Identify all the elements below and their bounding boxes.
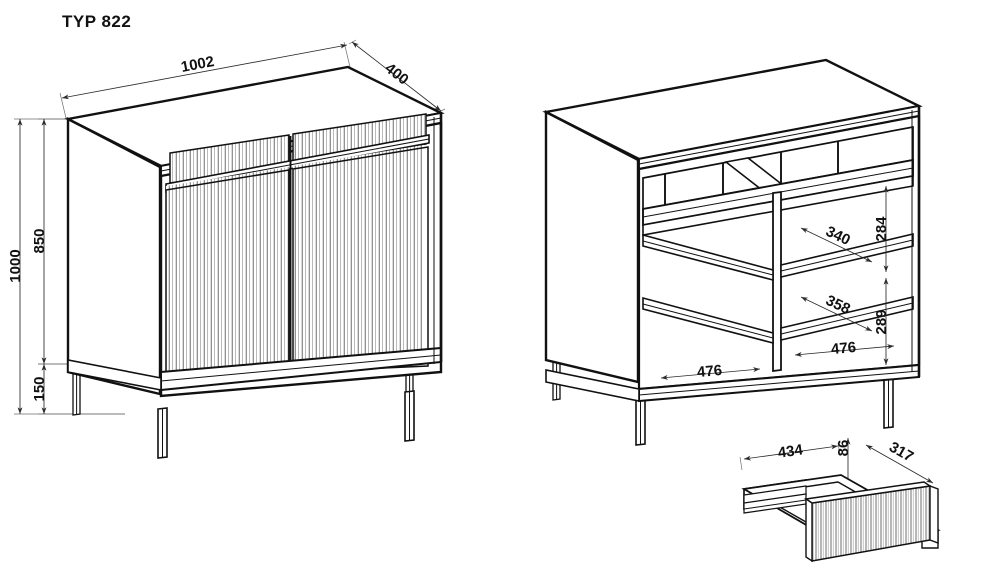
dimension-label-body-height: 850: [31, 228, 48, 253]
dimension-label-434: 434: [777, 441, 805, 461]
cabinet-left-side-panel: [66, 117, 162, 396]
dimension-label-284: 284: [873, 216, 890, 242]
dimension-drawer-depth-317: 317: [865, 439, 934, 484]
dimension-label-leg-height: 150: [31, 376, 48, 401]
drawer-front-panel[interactable]: [803, 480, 939, 566]
drawer-detail-view: 434 86 317: [739, 438, 941, 566]
dimension-label-depth: 400: [382, 60, 412, 89]
internal-drawer-box: [642, 125, 914, 211]
drawer-front-left-edge: [805, 497, 813, 563]
door-fronts: [165, 145, 429, 380]
dimension-476-left: 476: [660, 362, 761, 381]
dimension-width-1002: 1002: [59, 41, 351, 119]
dimension-label-476-left: 476: [696, 362, 722, 381]
closed-cabinet-view: 1002 400 1000 850 150: [7, 39, 446, 459]
dimension-label-86: 86: [835, 440, 852, 457]
cabinet-legs: [72, 357, 415, 459]
dimension-label-width: 1002: [180, 53, 216, 76]
dimension-drawer-width-434: 434: [739, 441, 841, 471]
drawer-front-right-edge: [929, 484, 939, 545]
dimension-label-289: 289: [873, 309, 890, 334]
dimension-label-476-right: 476: [830, 339, 856, 358]
dimension-body-height-850: 850: [31, 118, 68, 365]
open-carcass-view: 284 289 340 358 476 476: [542, 58, 923, 446]
door-right[interactable]: [292, 146, 429, 373]
dimension-label-total-height: 1000: [7, 249, 24, 282]
dimension-476-right: 476: [794, 339, 895, 358]
cabinet-underside: [67, 359, 162, 391]
dimension-label-317: 317: [886, 439, 916, 466]
page-title: TYP 822: [62, 12, 131, 31]
center-divider-panel: [772, 190, 782, 373]
dimension-leg-height-150: 150: [31, 363, 125, 415]
carcass-underside: [545, 369, 640, 402]
dimension-284: 284: [873, 186, 890, 272]
